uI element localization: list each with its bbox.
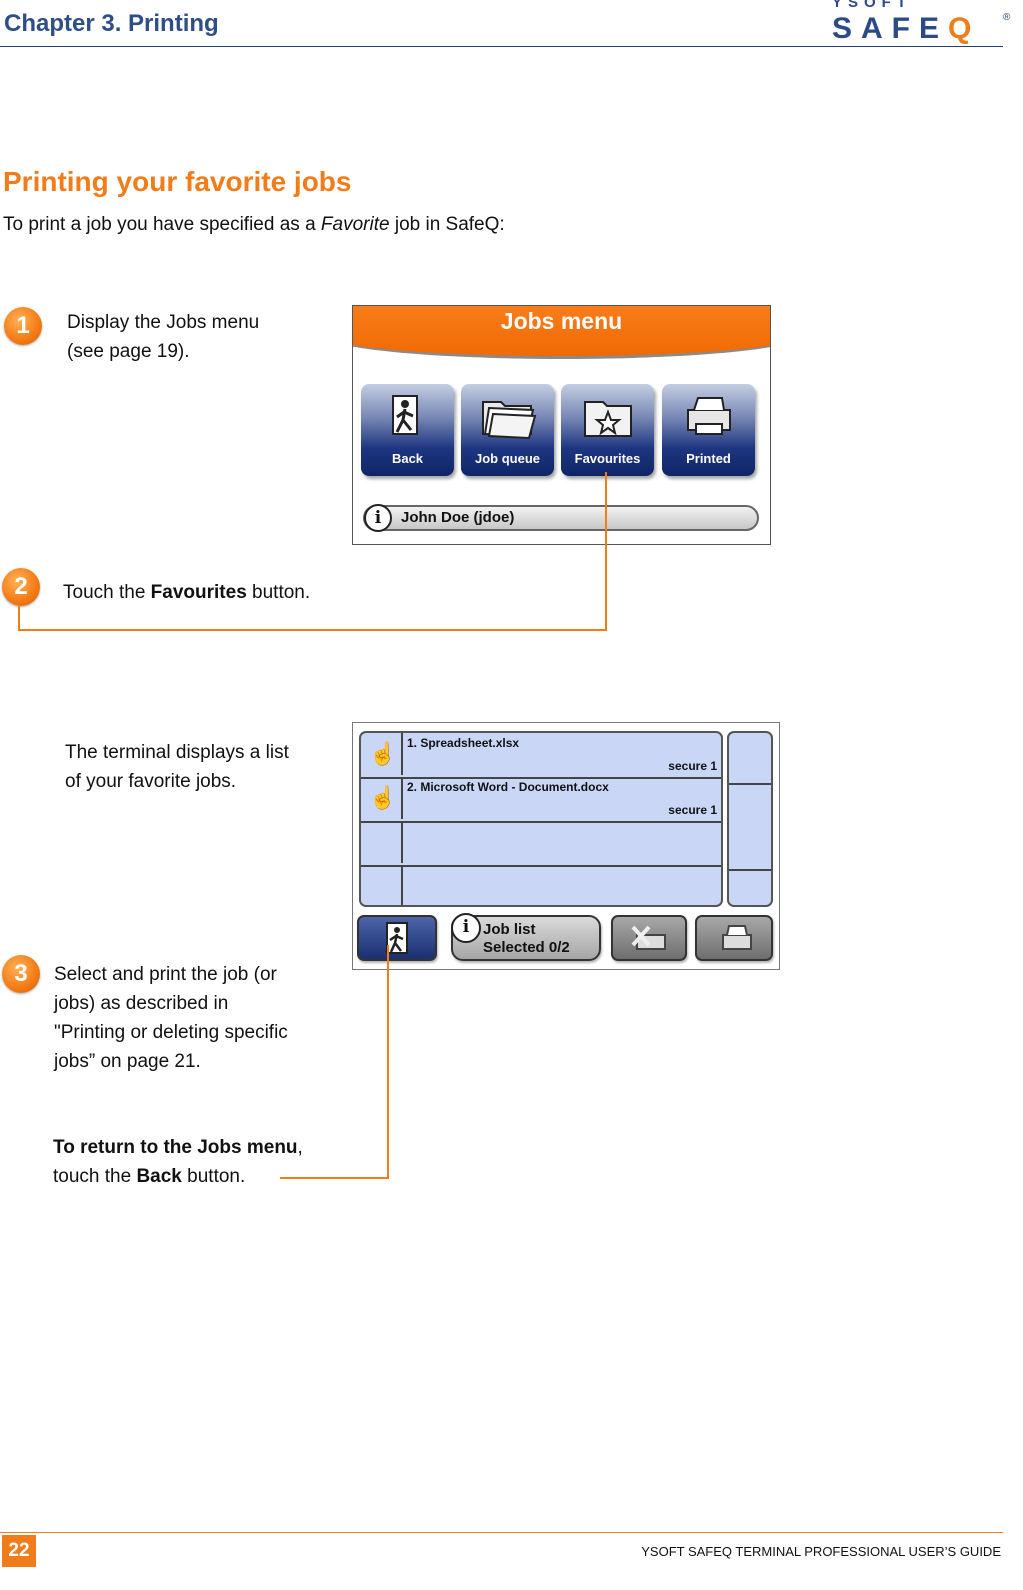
job-list-screenshot: ☝ 1. Spreadsheet.xlsx secure 1 ☝ 2. Micr…	[352, 722, 780, 970]
jobs-menu-title: Jobs menu	[500, 308, 623, 334]
job-list-info: i Job list Selected 0/2	[451, 913, 601, 961]
info-icon: i	[451, 913, 481, 943]
chapter-title: Chapter 3. Printing	[4, 10, 219, 37]
job-row-empty-1	[361, 821, 721, 867]
step-3-badge: 3	[2, 955, 40, 993]
delete-job-button[interactable]	[611, 915, 687, 961]
footer-divider	[0, 1532, 1003, 1533]
printed-button[interactable]: Printed	[662, 384, 755, 476]
jobs-menu-screenshot: Jobs menu Back Job queue Favourites Prin…	[352, 305, 771, 545]
exit-door-icon	[386, 922, 408, 954]
info-icon: i	[364, 504, 392, 532]
printer-icon	[722, 925, 752, 950]
return-note: To return to the Jobs menu, touch the Ba…	[53, 1137, 303, 1187]
job-name-1: 1. Spreadsheet.xlsx	[407, 736, 520, 750]
scroll-divider	[729, 869, 771, 871]
row-separator	[401, 733, 403, 775]
registered-mark: ®	[1003, 12, 1011, 23]
row-separator	[401, 821, 403, 863]
job-queue-button[interactable]: Job queue	[461, 384, 554, 476]
back-button[interactable]	[357, 915, 437, 961]
job-list-info-text: Job list Selected 0/2	[483, 921, 570, 956]
job-status-1: secure 1	[668, 759, 717, 773]
star-folder-icon	[584, 401, 632, 437]
callout-line-back-vertical	[387, 945, 389, 1179]
delete-printer-icon	[631, 925, 666, 950]
job-name-2: 2. Microsoft Word - Document.docx	[407, 780, 609, 794]
scroll-divider	[729, 783, 771, 785]
printed-label: Printed	[686, 451, 731, 466]
print-job-button[interactable]	[695, 915, 773, 961]
favourites-label: Favourites	[574, 451, 641, 466]
job-row-1[interactable]: ☝ 1. Spreadsheet.xlsx secure 1	[361, 733, 721, 779]
jobs-menu-header	[353, 306, 770, 359]
callout-line-2-bottom	[18, 629, 606, 631]
hand-pointer-icon: ☝	[369, 785, 397, 810]
scroll-panel[interactable]	[727, 731, 773, 907]
row-separator	[401, 777, 403, 819]
user-name: John Doe (jdoe)	[401, 509, 515, 526]
header-divider	[0, 46, 1003, 47]
back-label: Back	[391, 451, 424, 466]
job-status-2: secure 1	[668, 803, 717, 817]
intro-text: To print a job you have specified as a F…	[3, 214, 505, 235]
job-row-empty-2	[361, 865, 721, 905]
terminal-list-text: The terminal displays a list of your fav…	[65, 742, 289, 792]
user-info-bar: i John Doe (jdoe)	[363, 504, 759, 532]
job-list-panel: ☝ 1. Spreadsheet.xlsx secure 1 ☝ 2. Micr…	[359, 731, 723, 907]
hand-pointer-icon: ☝	[369, 741, 397, 766]
step-1-badge: 1	[4, 307, 42, 345]
callout-line-2-right	[605, 472, 607, 631]
safeq-logo: SAFEQ	[832, 12, 981, 45]
footer-title: YSOFT SAFEQ TERMINAL PROFESSIONAL USER’S…	[641, 1544, 1001, 1559]
exit-door-icon	[392, 395, 418, 435]
row-separator	[401, 865, 403, 905]
job-queue-label: Job queue	[474, 451, 540, 466]
printer-icon	[687, 397, 731, 435]
callout-line-2-left	[18, 606, 20, 630]
favourites-button[interactable]: Favourites	[561, 384, 654, 476]
step-1-text: Display the Jobs menu (see page 19).	[67, 312, 260, 362]
page-number: 22	[2, 1535, 36, 1567]
back-button[interactable]: Back	[361, 384, 454, 476]
step-3-text: Select and print the job (or jobs) as de…	[54, 964, 288, 1072]
step-2-badge: 2	[2, 568, 40, 606]
job-row-2[interactable]: ☝ 2. Microsoft Word - Document.docx secu…	[361, 777, 721, 823]
step-2-text: Touch the Favourites button.	[63, 582, 311, 603]
callout-line-back-bottom	[280, 1177, 389, 1179]
folders-icon	[482, 401, 537, 440]
ysoft-logo-text: YSOFT	[832, 0, 913, 11]
section-title: Printing your favorite jobs	[3, 166, 352, 197]
